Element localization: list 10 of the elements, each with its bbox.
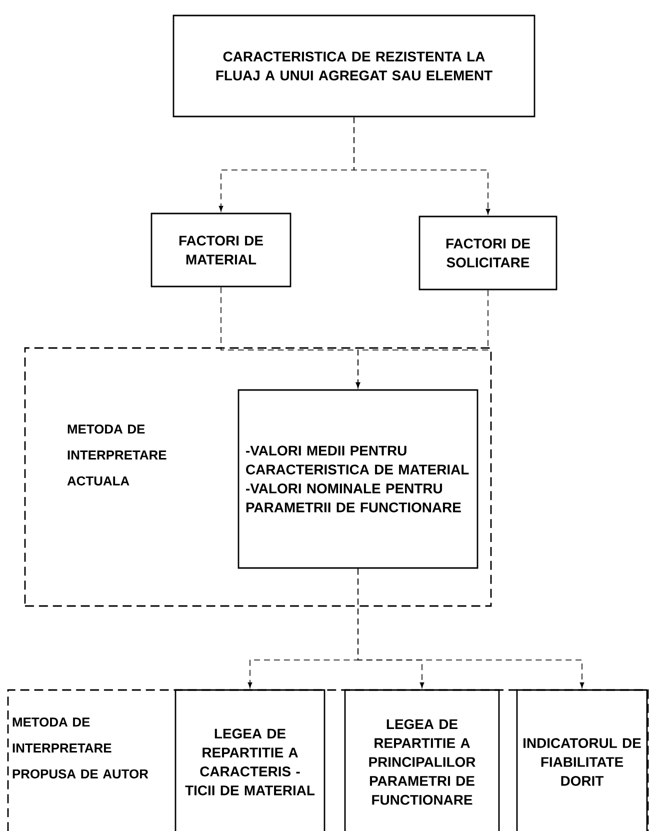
process-box: FACTORI DE SOLICITARE <box>418 216 558 290</box>
arrow <box>358 568 584 688</box>
process-box: INDICATORUL DE FIABILITATE DORIT <box>516 689 648 831</box>
process-box: FACTORI DE MATERIAL <box>150 212 292 288</box>
process-box: CARACTERISTICA DE REZISTENTA LA FLUAJ A UNUI AGREGAT SAU ELEMENT <box>172 14 536 118</box>
process-box: LEGEA DE REPARTITIE A PRINCIPALILOR PARAMETRI DE FUNCTIONARE <box>344 689 500 831</box>
process-box: -VALORI MEDII PENTRU CARACTERISTICA DE MATERIAL -VALORI NOMINALE PENTRU PARAMETRII DE FUNCTIONARE <box>238 389 478 569</box>
arrow <box>354 116 490 214</box>
process-box: LEGEA DE REPARTITIE A CARACTERIS - TICII DE MATERIAL <box>174 689 326 831</box>
arrow <box>356 290 488 388</box>
